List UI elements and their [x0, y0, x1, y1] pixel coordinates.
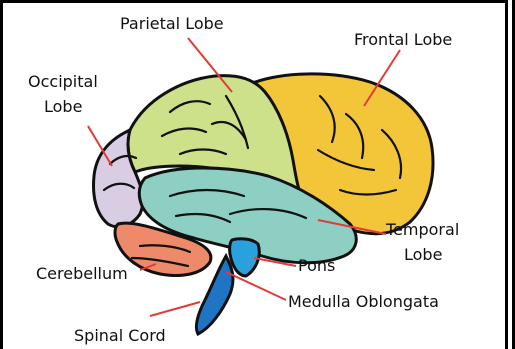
- cerebellum-label: Cerebellum: [36, 264, 128, 284]
- temporal-lobe-label-line2: Lobe: [404, 245, 442, 265]
- pons-label: Pons: [298, 256, 335, 276]
- occipital-lobe-label-line1: Occipital: [28, 72, 98, 92]
- spinal-cord-label: Spinal Cord: [74, 326, 166, 346]
- occipital-lobe-label-line2: Lobe: [44, 97, 82, 117]
- medulla-oblongata-label: Medulla Oblongata: [288, 292, 439, 312]
- frontal-lobe-label: Frontal Lobe: [354, 30, 452, 50]
- parietal-lobe-label: Parietal Lobe: [120, 14, 224, 34]
- temporal-lobe-label-line1: Temporal: [386, 220, 459, 240]
